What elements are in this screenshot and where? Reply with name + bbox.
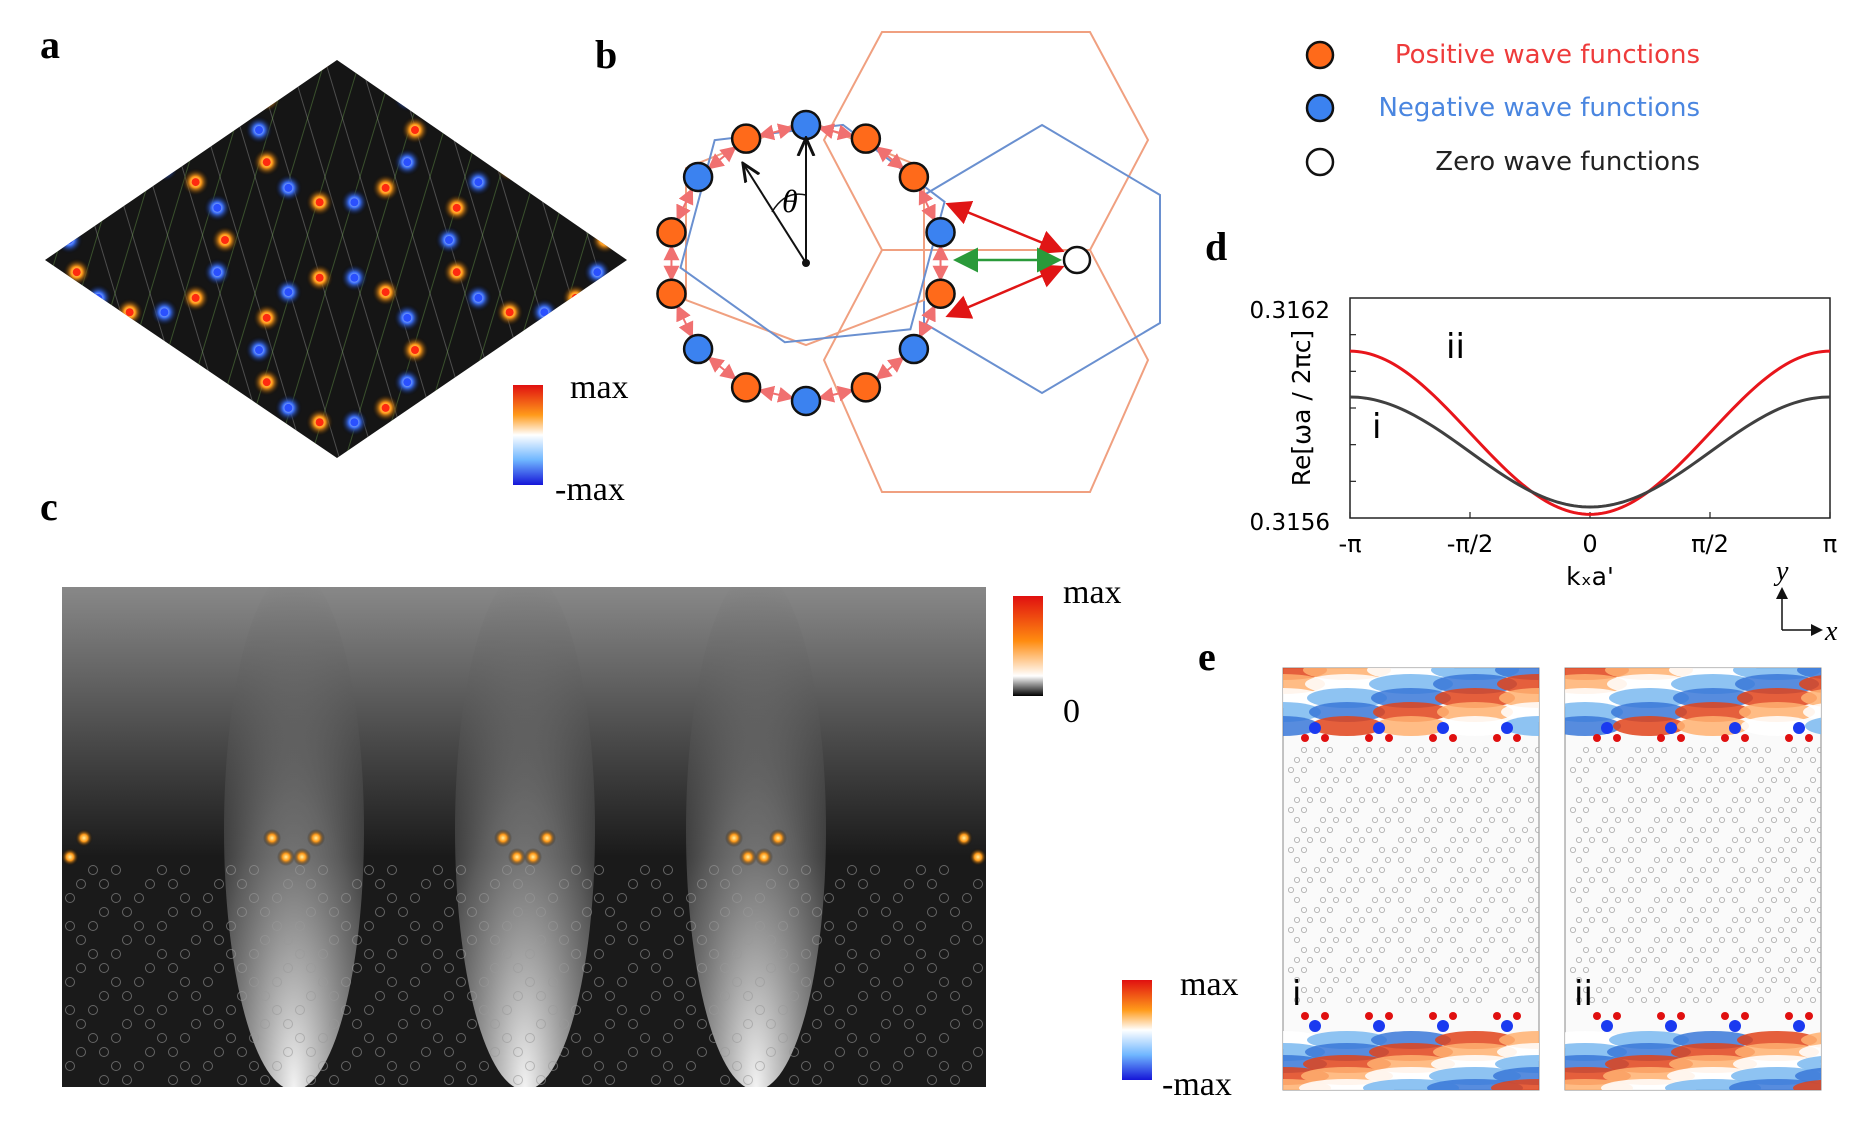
- ring-site-7: [790, 385, 822, 417]
- mode-label-ii: ii: [1574, 974, 1593, 1014]
- ring-site-12: [682, 161, 714, 193]
- colorbar-c-max: max: [1063, 574, 1122, 611]
- theta-label: θ: [782, 183, 798, 219]
- ring-site-3: [925, 217, 956, 248]
- x-axis-indicator: x: [1824, 616, 1838, 647]
- x-tick-label-1: -π/2: [1447, 530, 1493, 558]
- panel-label-b: b: [595, 32, 617, 77]
- panel-e-mode-i: i: [1282, 667, 1540, 1091]
- ring-site-1: [850, 123, 882, 154]
- legend-negative-label: Negative wave functions: [1378, 93, 1700, 123]
- mode-label-i: i: [1292, 974, 1301, 1014]
- ring-site-13: [730, 123, 762, 154]
- ring-site-4: [925, 278, 956, 309]
- ring-site-8: [730, 372, 762, 403]
- legend-zero-label: Zero wave functions: [1435, 147, 1700, 177]
- ring-site-11: [656, 217, 687, 248]
- ring-site-6: [850, 372, 882, 403]
- colorbar-e-max: max: [1180, 966, 1239, 1003]
- ring-site-2: [898, 161, 930, 193]
- panel-label-d: d: [1205, 224, 1227, 269]
- panel-label-a: a: [40, 22, 60, 67]
- colorbar-e-min: -max: [1162, 1066, 1232, 1103]
- colorbar-c-min: 0: [1063, 693, 1080, 730]
- zero-site-circle: [1062, 245, 1092, 275]
- colorbar-c: max 0: [1013, 574, 1122, 730]
- y-axis-label: Re[ωa / 2πc]: [1287, 330, 1316, 486]
- curve-label-i: i: [1372, 407, 1381, 447]
- panel-a-field-plot: [45, 60, 627, 458]
- x-tick-label-2: 0: [1582, 530, 1597, 558]
- y-tick-top: 0.3162: [1250, 298, 1330, 324]
- legend-positive-label: Positive wave functions: [1395, 40, 1700, 70]
- x-tick-label-4: π: [1823, 530, 1837, 558]
- y-tick-bottom: 0.3156: [1250, 510, 1330, 536]
- panel-e-mode-ii: ii: [1564, 667, 1822, 1091]
- x-tick-label-0: -π: [1338, 530, 1361, 558]
- colorbar-a-max: max: [570, 369, 629, 406]
- colorbar-e: max -max: [1122, 966, 1239, 1103]
- chart-frame: [1349, 297, 1831, 519]
- ring-site-10: [656, 278, 687, 309]
- curve-label-ii: ii: [1446, 327, 1465, 367]
- legend-zero-marker: [1305, 147, 1335, 177]
- colorbar-a: max -max: [513, 369, 629, 508]
- panel-c-field-plot: [62, 587, 986, 1087]
- y-axis-indicator: y: [1773, 556, 1789, 587]
- series-line-i: [1349, 395, 1831, 509]
- x-axis-label: kₓa': [1566, 562, 1614, 591]
- colorbar-a-min: -max: [555, 471, 625, 508]
- ring-site-0: [790, 109, 822, 141]
- legend: Positive wave functions Negative wave fu…: [1305, 40, 1700, 177]
- panel-label-e: e: [1198, 634, 1216, 679]
- ring-site-9: [682, 333, 714, 365]
- xy-axes-indicator: y x: [1773, 556, 1838, 647]
- panel-label-c: c: [40, 484, 58, 529]
- panel-b-schematic: θ: [656, 31, 1161, 493]
- x-tick-label-3: π/2: [1691, 530, 1729, 558]
- series-line-ii: [1349, 349, 1831, 516]
- legend-negative-marker: [1305, 93, 1335, 123]
- ring-site-5: [898, 333, 930, 365]
- chart-d: -π -π/2 0 π/2 π 0.3162 0.3156 Re[ωa / 2πc] k…: [1250, 297, 1837, 591]
- legend-positive-marker: [1305, 40, 1335, 70]
